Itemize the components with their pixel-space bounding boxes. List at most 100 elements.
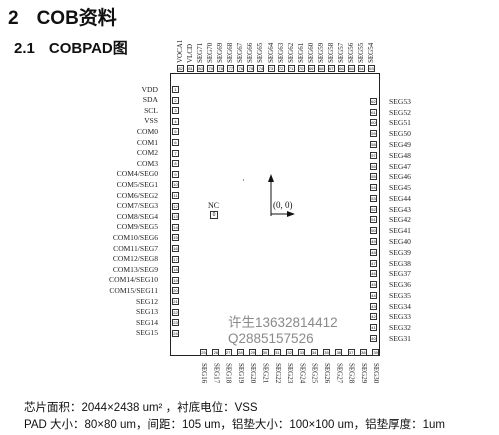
pin-label-right: SEG47 <box>389 161 411 171</box>
pad-left: 16 <box>172 245 179 252</box>
pad-left: 4 <box>172 117 179 125</box>
pad-right: 47 <box>370 259 377 267</box>
y-arrowhead <box>268 174 274 182</box>
pin-label-top: SEG57 <box>336 42 345 63</box>
pin-label-top: SEG59 <box>316 42 325 63</box>
pad-right: 51 <box>370 216 377 224</box>
origin-axes <box>268 174 295 217</box>
pad-left: 19 <box>172 276 179 284</box>
pad-bottom: 36 <box>335 349 343 356</box>
pin-label-left: COM1 <box>136 137 158 147</box>
pin-label-right: SEG48 <box>389 150 411 160</box>
pin-label-left: COM2 <box>136 148 158 158</box>
pad-bottom: 27 <box>224 349 232 356</box>
pin-label-left: SEG14 <box>136 317 158 327</box>
x-arrowhead <box>287 211 295 217</box>
pin-label-left: SEG12 <box>136 296 158 306</box>
pad-top: 78 <box>217 65 225 72</box>
subsection-title: COBPAD图 <box>48 40 128 57</box>
pin-label-top: SEG54 <box>367 42 375 63</box>
pin-label-top: SEG56 <box>346 42 355 63</box>
pad-right: 59 <box>370 130 377 138</box>
pad-top: 70 <box>297 65 305 72</box>
pin-label-right: SEG42 <box>389 215 411 225</box>
pad-right: 45 <box>370 281 377 289</box>
pad-top: 74 <box>257 65 265 72</box>
pin-label-bottom: SEG28 <box>347 363 356 384</box>
pin-label-bottom: SEG18 <box>224 363 233 384</box>
pad-left: 8 <box>172 160 179 168</box>
pin-label-top: SEG64 <box>266 42 275 63</box>
pad-right: 44 <box>370 291 377 299</box>
pad-left: 7 <box>172 149 179 157</box>
pin-label-left: COM8/SEG4 <box>116 211 158 221</box>
pad-bottom: 37 <box>347 349 355 356</box>
pin-label-bottom: SEG25 <box>310 363 319 384</box>
pad-top: 82 <box>177 65 185 72</box>
pad-left: 11 <box>172 192 179 199</box>
pad-left: 18 <box>172 266 179 274</box>
pad-top: 79 <box>207 65 215 72</box>
pad-top: 65 <box>347 65 355 72</box>
pad-right: 53 <box>370 194 377 202</box>
pad-left: 13 <box>172 213 179 221</box>
pin-label-bottom: SEG21 <box>261 363 270 384</box>
pad-top: 72 <box>277 65 285 72</box>
pad-bottom: 28 <box>236 349 244 356</box>
watermark: 许生13632814412 Q2885157526 <box>228 315 338 347</box>
pin-label-bottom: SEG24 <box>298 363 307 384</box>
pad-left: 2 <box>172 96 179 104</box>
nc-pad: 0 <box>210 211 218 219</box>
pad-top: 75 <box>247 65 255 72</box>
pin-label-bottom: SEG16 <box>200 363 208 384</box>
pad-bottom: 31 <box>273 349 281 356</box>
pin-label-right: SEG37 <box>389 269 411 279</box>
pin-label-right: SEG53 <box>389 96 411 106</box>
marker-dot <box>243 180 244 181</box>
pad-top: 63 <box>368 65 375 72</box>
pin-label-left: COM15/SEG11 <box>109 285 158 295</box>
pad-left: 14 <box>172 223 179 231</box>
watermark-line-1: 许生13632814412 <box>228 315 338 330</box>
pad-top: 68 <box>317 65 325 72</box>
pin-label-left: COM0 <box>136 126 158 136</box>
pin-label-left: COM5/SEG1 <box>116 179 158 189</box>
pin-label-right: SEG43 <box>389 204 411 214</box>
pad-top: 80 <box>197 65 205 72</box>
pin-label-top: SEG63 <box>276 42 285 63</box>
pad-bottom: 26 <box>212 349 220 356</box>
pin-label-left: SEG13 <box>136 307 158 317</box>
pad-right: 50 <box>370 227 377 235</box>
pin-label-right: SEG52 <box>389 107 411 117</box>
pin-label-right: SEG38 <box>389 258 411 268</box>
pin-label-right: SEG46 <box>389 172 411 182</box>
pin-label-left: COM10/SEG6 <box>112 232 158 242</box>
pin-label-top: SEG58 <box>326 42 335 63</box>
pin-label-right: SEG51 <box>389 118 411 128</box>
pad-right: 42 <box>370 313 377 321</box>
pad-left: 12 <box>172 202 179 210</box>
pad-left: 5 <box>172 128 179 136</box>
pad-left: 17 <box>172 255 179 263</box>
pin-label-right: SEG45 <box>389 183 411 193</box>
pad-right: 49 <box>370 237 377 245</box>
pad-top: 66 <box>337 65 345 72</box>
pad-bottom: 29 <box>249 349 257 356</box>
pin-label-top: SEG69 <box>216 42 225 63</box>
pad-top: 71 <box>287 65 295 72</box>
pin-label-left: VSS <box>144 116 158 126</box>
pad-right: 62 <box>370 97 377 105</box>
footer-line-2: PAD 大小：80×80 um，间距：105 um，铝垫大小：100×100 u… <box>24 419 445 431</box>
pin-label-top: SEG62 <box>286 42 295 63</box>
pin-label-right: SEG49 <box>389 139 411 149</box>
pad-bottom: 35 <box>323 349 330 356</box>
pin-label-right: SEG32 <box>389 323 411 333</box>
pad-right: 57 <box>370 151 377 159</box>
pad-bottom: 34 <box>310 349 318 356</box>
pin-label-bottom: SEG30 <box>372 363 381 384</box>
pin-label-left: COM12/SEG8 <box>112 254 158 264</box>
pin-label-top: VOCA1 <box>176 39 185 63</box>
pin-label-top: VLCD <box>186 43 195 63</box>
pin-label-top: SEG61 <box>296 42 305 63</box>
